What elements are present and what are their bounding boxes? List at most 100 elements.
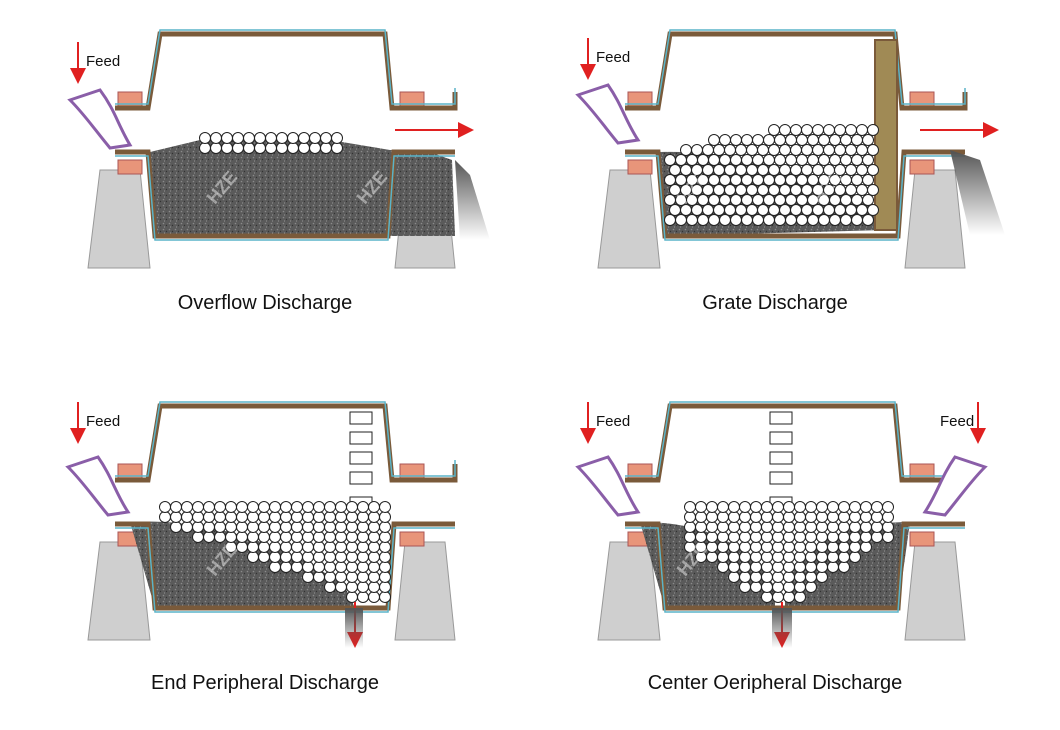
- grinding-ball: [761, 511, 773, 523]
- grinding-ball: [779, 164, 791, 176]
- grinding-ball: [379, 591, 391, 603]
- grinding-ball: [867, 144, 879, 156]
- grinding-ball: [838, 501, 850, 513]
- grinding-ball: [170, 501, 182, 513]
- grinding-ball: [730, 134, 742, 146]
- grinding-ball: [805, 571, 817, 583]
- grinding-ball: [702, 204, 714, 216]
- grinding-ball: [741, 174, 753, 186]
- grinding-ball: [867, 204, 879, 216]
- grinding-ball: [761, 541, 773, 553]
- grinding-ball: [232, 132, 244, 144]
- grinding-ball: [214, 521, 226, 533]
- grinding-ball: [774, 154, 786, 166]
- grinding-ball: [735, 204, 747, 216]
- grinding-ball: [851, 174, 863, 186]
- grinding-ball: [739, 521, 751, 533]
- grinding-ball: [706, 521, 718, 533]
- right-support: [904, 541, 966, 641]
- grinding-ball: [335, 581, 347, 593]
- grinding-ball: [763, 174, 775, 186]
- grinding-ball: [840, 214, 852, 226]
- grinding-ball: [302, 541, 314, 553]
- grinding-ball: [739, 571, 751, 583]
- grinding-ball: [763, 134, 775, 146]
- grinding-ball: [867, 184, 879, 196]
- grinding-ball: [801, 124, 813, 136]
- grinding-ball: [728, 531, 740, 543]
- grinding-ball: [258, 531, 270, 543]
- grinding-ball: [724, 204, 736, 216]
- grinding-ball: [816, 501, 828, 513]
- right-bottom-bearing: [909, 531, 935, 547]
- grinding-ball: [750, 561, 762, 573]
- grinding-ball: [346, 561, 358, 573]
- feed-label: Feed: [86, 413, 120, 430]
- grinding-ball: [379, 531, 391, 543]
- grinding-ball: [838, 551, 850, 563]
- grinding-ball: [713, 164, 725, 176]
- grinding-ball: [357, 541, 369, 553]
- grinding-ball: [772, 541, 784, 553]
- grinding-ball: [368, 561, 380, 573]
- grinding-ball: [805, 531, 817, 543]
- grinding-ball: [697, 214, 709, 226]
- grinding-ball: [752, 194, 764, 206]
- grinding-ball: [783, 541, 795, 553]
- feed-label: Feed: [86, 53, 120, 70]
- grinding-ball: [684, 501, 696, 513]
- grinding-ball: [324, 581, 336, 593]
- grinding-ball: [357, 571, 369, 583]
- grinding-ball: [746, 184, 758, 196]
- grinding-ball: [309, 142, 321, 154]
- grinding-ball: [276, 132, 288, 144]
- mill-shell-bottom-outline: [115, 527, 455, 613]
- grinding-ball: [320, 142, 332, 154]
- grinding-ball: [302, 531, 314, 543]
- grinding-ball: [335, 551, 347, 563]
- grinding-ball: [379, 581, 391, 593]
- grinding-ball: [860, 531, 872, 543]
- grinding-ball: [728, 501, 740, 513]
- grinding-ball: [287, 142, 299, 154]
- discharge-opening: [769, 451, 793, 465]
- grinding-ball: [236, 501, 248, 513]
- grinding-ball: [827, 561, 839, 573]
- grinding-ball: [368, 591, 380, 603]
- grinding-ball: [805, 521, 817, 533]
- grinding-ball: [757, 164, 769, 176]
- grinding-ball: [761, 531, 773, 543]
- grinding-ball: [851, 214, 863, 226]
- grinding-ball: [816, 571, 828, 583]
- grinding-ball: [739, 581, 751, 593]
- grinding-ball: [860, 521, 872, 533]
- grinding-ball: [236, 521, 248, 533]
- grinding-ball: [856, 144, 868, 156]
- grinding-ball: [763, 194, 775, 206]
- grinding-ball: [752, 214, 764, 226]
- grinding-ball: [763, 214, 775, 226]
- grinding-ball: [243, 142, 255, 154]
- grinding-ball: [774, 194, 786, 206]
- grinding-ball: [779, 204, 791, 216]
- grinding-ball: [845, 164, 857, 176]
- feed-label: Feed: [596, 413, 630, 430]
- grinding-ball: [684, 521, 696, 533]
- grinding-ball: [750, 571, 762, 583]
- grinding-ball: [379, 571, 391, 583]
- grinding-ball: [816, 531, 828, 543]
- grinding-ball: [816, 561, 828, 573]
- grinding-ball: [302, 571, 314, 583]
- grinding-ball: [840, 134, 852, 146]
- grinding-ball: [379, 541, 391, 553]
- grinding-ball: [302, 561, 314, 573]
- grinding-ball: [225, 521, 237, 533]
- grinding-ball: [368, 571, 380, 583]
- grinding-ball: [794, 591, 806, 603]
- grinding-ball: [335, 501, 347, 513]
- grinding-ball: [269, 521, 281, 533]
- grinding-ball: [686, 214, 698, 226]
- grinding-ball: [346, 511, 358, 523]
